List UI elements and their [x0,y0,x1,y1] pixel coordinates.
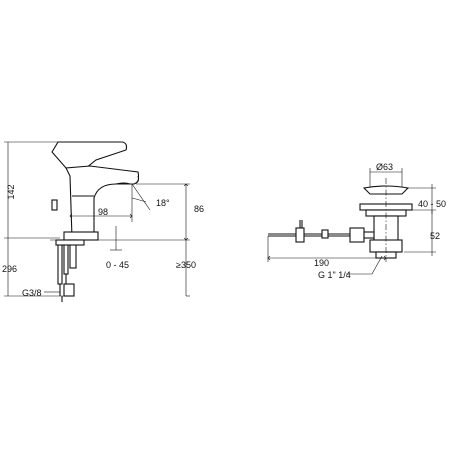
drain-depth-52: 52 [430,231,440,241]
drain-diameter-63: Ø63 [376,162,393,172]
faucet-thread-label: G3/8 [22,288,42,298]
faucet-spout-height-86: 86 [194,204,204,214]
faucet-clearance-350: ≥350 [176,260,196,270]
faucet-angle-18: 18° [156,198,170,208]
drain-height-range: 40 - 50 [418,199,446,209]
faucet-height-296: 296 [2,264,17,274]
faucet-drawing [4,141,190,302]
faucet-deck-range: 0 - 45 [106,260,129,270]
faucet-height-142: 142 [6,184,16,199]
drain-length-190: 190 [314,258,329,268]
faucet-reach-98: 98 [98,207,108,217]
drain-thread-label: G 1" 1/4 [318,270,351,280]
drain-drawing [267,168,436,275]
